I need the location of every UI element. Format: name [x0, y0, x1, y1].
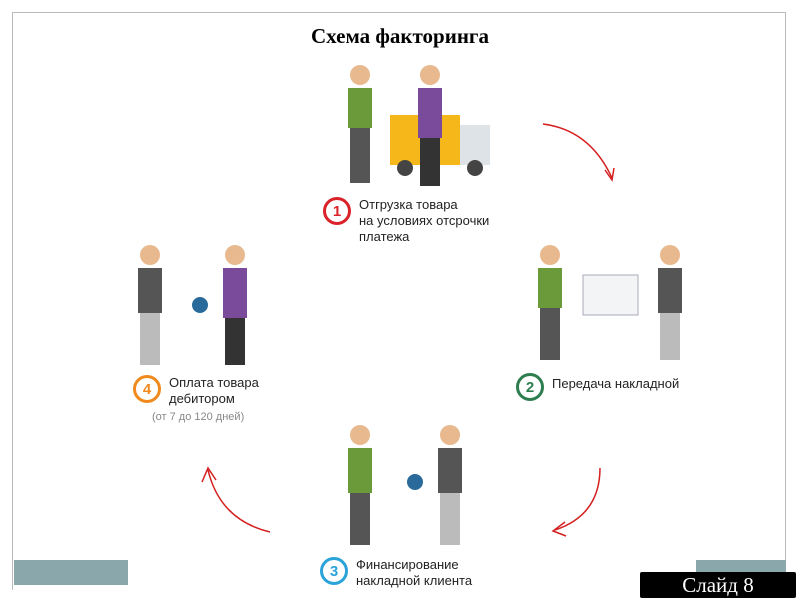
step-1-line: Отгрузка товара	[359, 197, 458, 212]
step-4-line: Оплата товара	[169, 375, 259, 390]
step-1-line: платежа	[359, 229, 410, 244]
step-4-line: дебитором	[169, 391, 235, 406]
slide-frame	[12, 12, 786, 590]
step-4-number: 4	[133, 375, 161, 403]
step-3-line: накладной клиента	[356, 573, 473, 588]
step-3-number: 3	[320, 557, 348, 585]
decor-bar-left	[14, 560, 128, 585]
step-2: 2 Передача накладной	[516, 373, 679, 401]
step-3-line: Финансирование	[356, 557, 459, 572]
financing-illustration	[348, 425, 462, 545]
slide-title: Схема факторинга	[311, 24, 489, 48]
shipment-illustration	[348, 65, 490, 186]
debtor-payment-illustration	[138, 245, 247, 365]
step-2-label: Передача накладной	[552, 376, 680, 391]
arrow-3-to-4	[207, 469, 271, 533]
step-1-line: на условиях отсрочки	[359, 213, 490, 228]
step-4-note: (от 7 до 120 дней)	[152, 411, 245, 423]
decor-bar-right	[696, 560, 786, 572]
slide-number: Слайд 8	[640, 572, 796, 598]
invoice-transfer-illustration	[538, 245, 682, 360]
step-2-number: 2	[516, 373, 544, 401]
step-1-number: 1	[323, 197, 351, 225]
arrow-2-to-3	[554, 467, 601, 531]
